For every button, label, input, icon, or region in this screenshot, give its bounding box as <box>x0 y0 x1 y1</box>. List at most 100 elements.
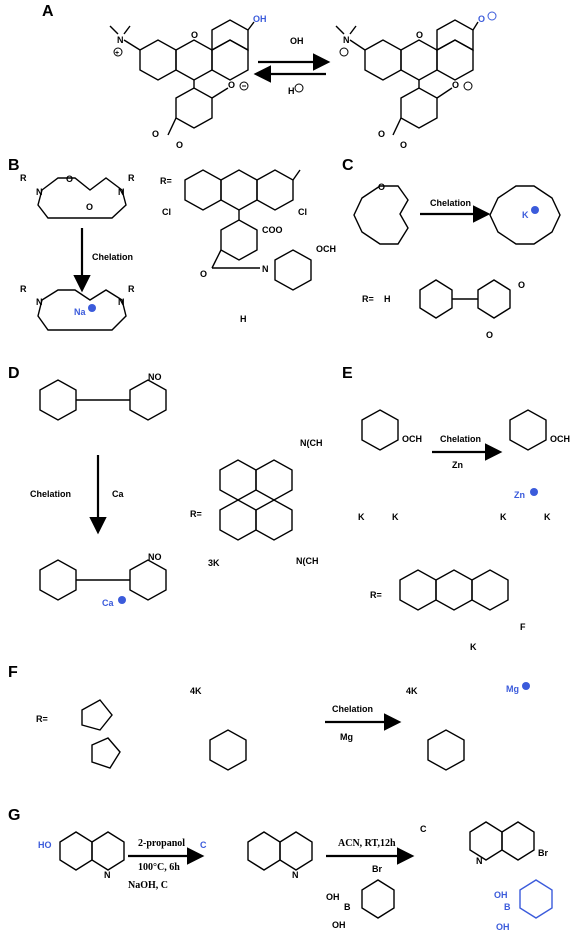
panel-c-crown-bound: K <box>489 185 561 245</box>
panel-a-o-bridge-r: O <box>416 30 423 40</box>
panel-g-n2: N <box>292 870 299 880</box>
panel-c-coo1: O <box>518 280 525 290</box>
panel-d-calcium: Ca <box>102 598 114 608</box>
panel-g-oh-4: OH <box>496 922 510 932</box>
panel-g-intermediate: C N <box>200 831 313 880</box>
panel-a-amine: N <box>117 35 124 45</box>
panel-a-equilibrium: OH H <box>253 36 331 96</box>
panel-b-cl2: Cl <box>298 207 307 217</box>
panel-f-free: 4K <box>190 686 247 771</box>
panel-a-coo-left-2: O <box>152 129 159 139</box>
panel-a-amine-r: N <box>343 35 350 45</box>
panel-g-label: G <box>8 807 20 824</box>
panel-g-bromide: Br <box>538 848 548 858</box>
panel-d-r-group: R= N(CH N(CH 3K <box>190 438 323 568</box>
panel-b-o2: O <box>86 202 93 212</box>
panel-a-product: O O N O O O <box>335 11 497 150</box>
panel-f-label: F <box>8 664 18 681</box>
panel-f-counter-l: 4K <box>190 686 202 696</box>
panel-g-r1-top: 2-propanol <box>138 838 185 849</box>
panel-g-b-2: B <box>504 902 511 912</box>
panel-g-n1: N <box>104 870 111 880</box>
panel-b-n2: N <box>118 187 125 197</box>
panel-f-r-def: R= <box>36 714 48 724</box>
panel-g-b-1: B <box>344 902 351 912</box>
panel-b-och3-b: H <box>240 314 247 324</box>
panel-c: C O Chelation K R= H O O <box>342 157 561 340</box>
panel-b-r2: R <box>128 173 135 183</box>
panel-d-label: D <box>8 365 20 382</box>
panel-b-coo: COO <box>262 225 283 235</box>
panel-c-label: C <box>342 157 354 174</box>
panel-c-chelation: Chelation <box>430 198 471 208</box>
panel-g-start: HO N <box>38 831 125 880</box>
panel-f-bound: 4K Mg <box>406 682 530 771</box>
panel-b-chelation: Chelation <box>92 252 133 262</box>
panel-c-potassium: K <box>522 210 529 220</box>
panel-d-no2-bot: NO <box>148 552 162 562</box>
panel-g: G HO N 2-propanol 100°C, 6h NaOH, C C N … <box>8 807 553 932</box>
panel-b-sodium: Na <box>74 307 86 317</box>
panel-a-label: A <box>42 3 54 20</box>
panel-e-fluorine: F <box>520 622 526 632</box>
panel-a-forward-reagent: OH <box>290 36 304 46</box>
panel-b-och3-a: OCH <box>316 244 336 254</box>
panel-g-oh-3: OH <box>494 890 508 900</box>
panel-g-chain-2: C <box>420 824 427 834</box>
panel-c-ester: H <box>384 294 391 304</box>
panel-b-crown-free: N N R R O O <box>20 173 135 219</box>
panel-b-label: B <box>8 157 20 174</box>
panel-e-free: OCH K K <box>358 409 422 522</box>
panel-e-k5: K <box>470 642 477 652</box>
panel-e-label: E <box>342 365 353 382</box>
panel-g-product: C N Br B OH OH <box>420 821 553 932</box>
panel-g-n3: N <box>476 856 483 866</box>
panel-e-bound: OCH Zn K K <box>500 409 570 522</box>
panel-a-coo-r-3: O <box>400 140 407 150</box>
svg-text:+: + <box>115 50 119 57</box>
panel-g-r2-top: ACN, RT,12h <box>338 838 396 849</box>
panel-b-r-def: R= <box>160 176 172 186</box>
panel-g-br-1: Br <box>372 864 382 874</box>
panel-g-reagent-boronic: Br B OH OH <box>326 864 395 930</box>
panel-e-r-def: R= <box>370 590 382 600</box>
panel-a-coo-r-2: O <box>378 129 385 139</box>
panel-d-counterion: 3K <box>208 558 220 568</box>
panel-b-n3: N <box>36 297 43 307</box>
panel-g-r1-bot: NaOH, C <box>128 880 168 891</box>
panel-e-och3-r: OCH <box>550 434 570 444</box>
panel-b-r3: R <box>20 284 27 294</box>
panel-g-ho: HO <box>38 840 52 850</box>
panel-a: A O OH N + O O O <box>42 3 497 150</box>
panel-b-r1: R <box>20 173 27 183</box>
panel-d: D NO Chelation Ca NO Ca R= N(CH N(CH 3K <box>8 365 323 608</box>
panel-a-reactant: O OH N + O O O <box>109 14 267 150</box>
panel-e-chelation: Chelation <box>440 434 481 444</box>
panel-g-r1-mid: 100°C, 6h <box>138 862 180 873</box>
panel-f: F R= 4K Chelation Mg 4K Mg <box>8 664 530 771</box>
panel-e-och3-l: OCH <box>402 434 422 444</box>
panel-e-r-group: R= F K <box>370 569 526 652</box>
panel-b-nh: N <box>262 264 269 274</box>
panel-a-coo-left: O <box>228 80 235 90</box>
panel-e-zinc: Zn <box>514 490 525 500</box>
panel-e-reagent: Zn <box>452 460 463 470</box>
panel-f-chelation: Chelation <box>332 704 373 714</box>
panel-a-hydroxyl: OH <box>253 14 267 24</box>
panel-d-no2-top: NO <box>148 372 162 382</box>
panel-d-r-def: R= <box>190 509 202 519</box>
panel-a-coo-left-3: O <box>176 140 183 150</box>
panel-b-cl1: Cl <box>162 207 171 217</box>
panel-f-r-group: R= <box>36 699 121 769</box>
panel-d-chelation: Chelation <box>30 489 71 499</box>
panel-a-reverse-reagent: H <box>288 86 295 96</box>
panel-f-counter-r: 4K <box>406 686 418 696</box>
panel-g-oh-2: OH <box>332 920 346 930</box>
panel-d-nme2-bot: N(CH <box>296 556 319 566</box>
panel-e-k1: K <box>358 512 365 522</box>
panel-d-bound-ligand: NO Ca <box>39 552 167 608</box>
panel-e-k4: K <box>544 512 551 522</box>
panel-d-nme2-top: N(CH <box>300 438 323 448</box>
panel-f-magnesium: Mg <box>506 684 519 694</box>
